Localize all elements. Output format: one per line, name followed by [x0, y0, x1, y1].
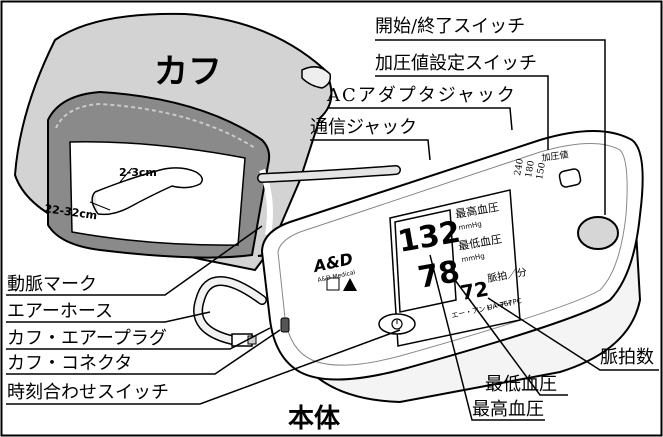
pressure-label: 加圧値 [541, 148, 569, 164]
label-comm-jack: 通信ジャック [310, 117, 417, 138]
clock-icon [391, 318, 403, 330]
label-cuff-connector: カフ・コネクタ [7, 353, 132, 374]
label-air-hose: エアーホース [7, 301, 113, 322]
panel-unit-systolic: mmHg [458, 220, 482, 232]
arrow-line-small [119, 167, 133, 183]
pressure-180: 180 [524, 160, 537, 179]
pressure-150: 150 [535, 162, 548, 181]
panel-unit-diastolic: mmHg [461, 252, 485, 264]
cuff-clip [301, 66, 332, 89]
arrow-line-range [89, 201, 111, 211]
cuff-band-drawing [91, 191, 99, 215]
start-stop-button[interactable] [577, 216, 619, 250]
label-start-stop-switch: 開始/終了スイッチ [375, 16, 525, 37]
callout-lines [6, 39, 659, 421]
cuff-illustration [13, 12, 333, 272]
lcd-screen [394, 209, 457, 313]
cuff-size-small: 2-3cm [119, 166, 157, 179]
label-pulse-rate: 脈拍数 [600, 347, 654, 368]
pressure-240: 240 [513, 158, 526, 177]
label-artery-mark: 動脈マーク [7, 274, 97, 295]
label-max-bp: 最高血圧 [472, 399, 544, 420]
label-cuff-air-plug: カフ・エアープラグ [7, 328, 167, 349]
cuff-connector [280, 317, 290, 333]
label-ac-adapter-jack: ACアダプタジャック [326, 85, 517, 106]
label-pressure-setting-switch: 加圧値設定スイッチ [375, 53, 537, 74]
label-min-bp: 最低血圧 [485, 374, 557, 395]
label-clock-switch: 時刻合わせスイッチ [7, 382, 169, 403]
artery-arm-drawing [94, 167, 203, 216]
warning-icon [343, 278, 357, 291]
main-unit-big-label: 本体 [288, 404, 341, 434]
manual-icon [326, 277, 340, 291]
main-unit [257, 130, 644, 404]
pressure-setting-switch[interactable] [558, 168, 582, 188]
lcd-pulse: 72 [459, 276, 491, 304]
cuff-big-label: カフ [154, 52, 222, 92]
air-hose [193, 165, 401, 347]
